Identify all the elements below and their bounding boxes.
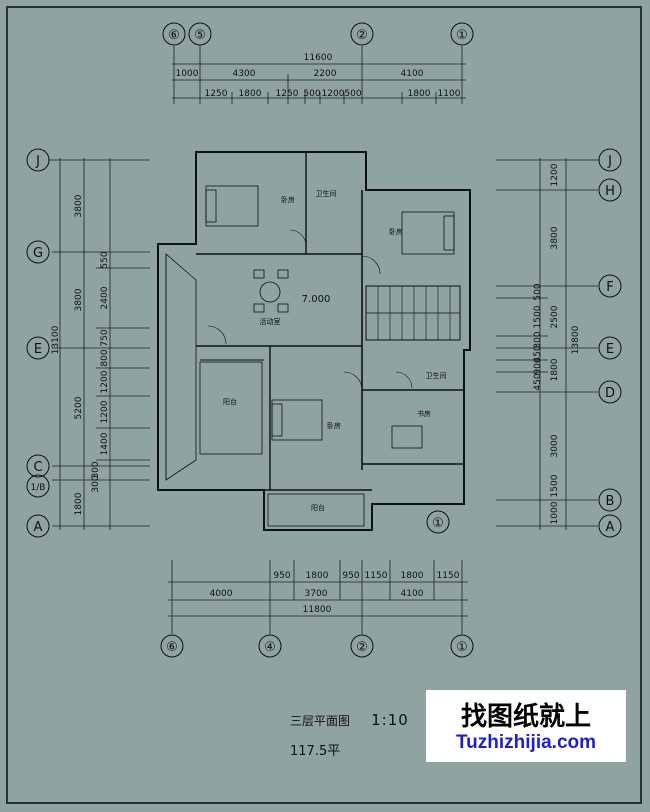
dim-right-total: 13800 <box>571 325 581 354</box>
axis-right-h: H <box>605 184 615 199</box>
dim-bottom-total: 11800 <box>303 605 332 615</box>
dim-top-r2-2: 1250 <box>276 89 299 99</box>
section-mark: ① <box>432 516 444 531</box>
dim-left-r2-0: 550 <box>100 251 110 268</box>
dim-bottom-r1-3: 1150 <box>365 571 388 581</box>
axis-left-c: C <box>33 460 42 475</box>
axis-right-d: D <box>605 386 615 401</box>
watermark-url: Tuzhizhijia.com <box>455 732 597 753</box>
axis-right-a: A <box>606 520 615 535</box>
axis-left-j: J <box>35 154 40 169</box>
dim-left-r2-2: 750 <box>100 329 110 346</box>
dim-bottom-r1-1: 1800 <box>306 571 329 581</box>
dim-right-r2-5: 450 <box>533 373 543 390</box>
room-balcony: 阳台 <box>311 503 325 512</box>
dim-top-r1-0: 1000 <box>176 69 199 79</box>
dim-left-r1-3: 1800 <box>74 492 84 515</box>
dim-top-r1-2: 2200 <box>314 69 337 79</box>
dim-left-r2-5: 1200 <box>100 400 110 423</box>
dim-left-total: 13100 <box>51 325 61 354</box>
dim-right-r2-2: 300 <box>533 331 543 348</box>
dim-top-r2-0: 1250 <box>205 89 228 99</box>
elevation-mark: 7.000 <box>302 294 331 305</box>
dim-top-total: 11600 <box>304 53 333 63</box>
room-bedroom-nw: 卧房 <box>281 195 295 204</box>
axis-top-5: ⑤ <box>194 28 206 43</box>
axis-bottom-4: ④ <box>264 640 276 655</box>
room-activity: 活动室 <box>260 317 281 326</box>
watermark-box: 找图纸就上 Tuzhizhijia.com <box>426 690 626 762</box>
drawing-frame <box>6 6 642 804</box>
room-bedroom-s: 卧房 <box>327 421 341 430</box>
dim-right-r1-2: 2500 <box>550 305 560 328</box>
drawing-scale: 1:10 <box>371 711 409 729</box>
room-study: 书房 <box>417 409 431 418</box>
axis-top-1: ① <box>456 28 468 43</box>
axis-left-1b: 1/B <box>31 483 46 493</box>
dim-left-r1-2: 5200 <box>74 396 84 419</box>
dim-top-r2-5: 500 <box>344 89 361 99</box>
dim-bottom-r2-1: 3700 <box>305 589 328 599</box>
axis-right-j: J <box>607 154 612 169</box>
room-bathroom-e: 卫生间 <box>426 371 447 380</box>
dim-right-r1-6: 1000 <box>550 501 560 524</box>
dim-bottom-r2-0: 4000 <box>210 589 233 599</box>
dim-bottom-r1-4: 1800 <box>401 571 424 581</box>
dim-right-r1-4: 3000 <box>550 434 560 457</box>
dim-left-r2-6: 1400 <box>100 432 110 455</box>
axis-right-e: E <box>606 342 614 357</box>
dim-top-r2-3: 500 <box>303 89 320 99</box>
dim-bottom-r1-0: 950 <box>273 571 290 581</box>
axis-top-2: ② <box>356 28 368 43</box>
axis-bottom-6: ⑥ <box>166 640 178 655</box>
dim-left-r2-7: 300 <box>91 461 101 478</box>
watermark-text: 找图纸就上 <box>460 702 591 732</box>
dim-right-r2-3: 450 <box>533 345 543 362</box>
dim-left-r2-4: 1200 <box>100 370 110 393</box>
dim-left-r1-1: 3800 <box>74 288 84 311</box>
dim-top-r2-4: 1200 <box>322 89 345 99</box>
room-bathroom-n: 卫生间 <box>316 189 337 198</box>
axis-left-g: G <box>33 246 43 261</box>
dim-right-r2-0: 500 <box>533 283 543 300</box>
drawing-title: 三层平面图 <box>290 714 351 728</box>
dim-left-r2-8: 300 <box>91 475 101 492</box>
axis-left-e: E <box>34 342 42 357</box>
room-bedroom-ne: 卧房 <box>389 227 403 236</box>
dim-left-r2-3: 800 <box>100 349 110 366</box>
floor-area: 117.5平 <box>290 744 341 759</box>
axis-left-a: A <box>34 520 43 535</box>
dim-right-r2-1: 1500 <box>533 305 543 328</box>
dim-right-r1-5: 1500 <box>550 474 560 497</box>
dim-left-r2-1: 2400 <box>100 286 110 309</box>
dim-bottom-r1-2: 950 <box>342 571 359 581</box>
axis-right-b: B <box>606 494 615 509</box>
drawing-caption: 三层平面图 1:10 117.5平 <box>290 710 409 759</box>
room-terrace: 阳台 <box>223 397 237 406</box>
dim-right-r2-4: 900 <box>533 357 543 374</box>
dim-top-r2-7: 1100 <box>438 89 461 99</box>
dim-right-r1-1: 3800 <box>550 226 560 249</box>
dim-bottom-r1-5: 1150 <box>437 571 460 581</box>
dim-top-r1-3: 4100 <box>401 69 424 79</box>
dim-top-r1-1: 4300 <box>233 69 256 79</box>
axis-top-6: ⑥ <box>168 28 180 43</box>
axis-bottom-1: ① <box>456 640 468 655</box>
dim-bottom-r2-2: 4100 <box>401 589 424 599</box>
axis-bottom-2: ② <box>356 640 368 655</box>
dim-top-r2-6: 1800 <box>408 89 431 99</box>
axis-right-f: F <box>606 280 613 295</box>
dim-right-r1-3: 1800 <box>550 358 560 381</box>
dim-left-r1-0: 3800 <box>74 194 84 217</box>
dim-right-r1-0: 1200 <box>550 163 560 186</box>
dim-top-r2-1: 1800 <box>239 89 262 99</box>
